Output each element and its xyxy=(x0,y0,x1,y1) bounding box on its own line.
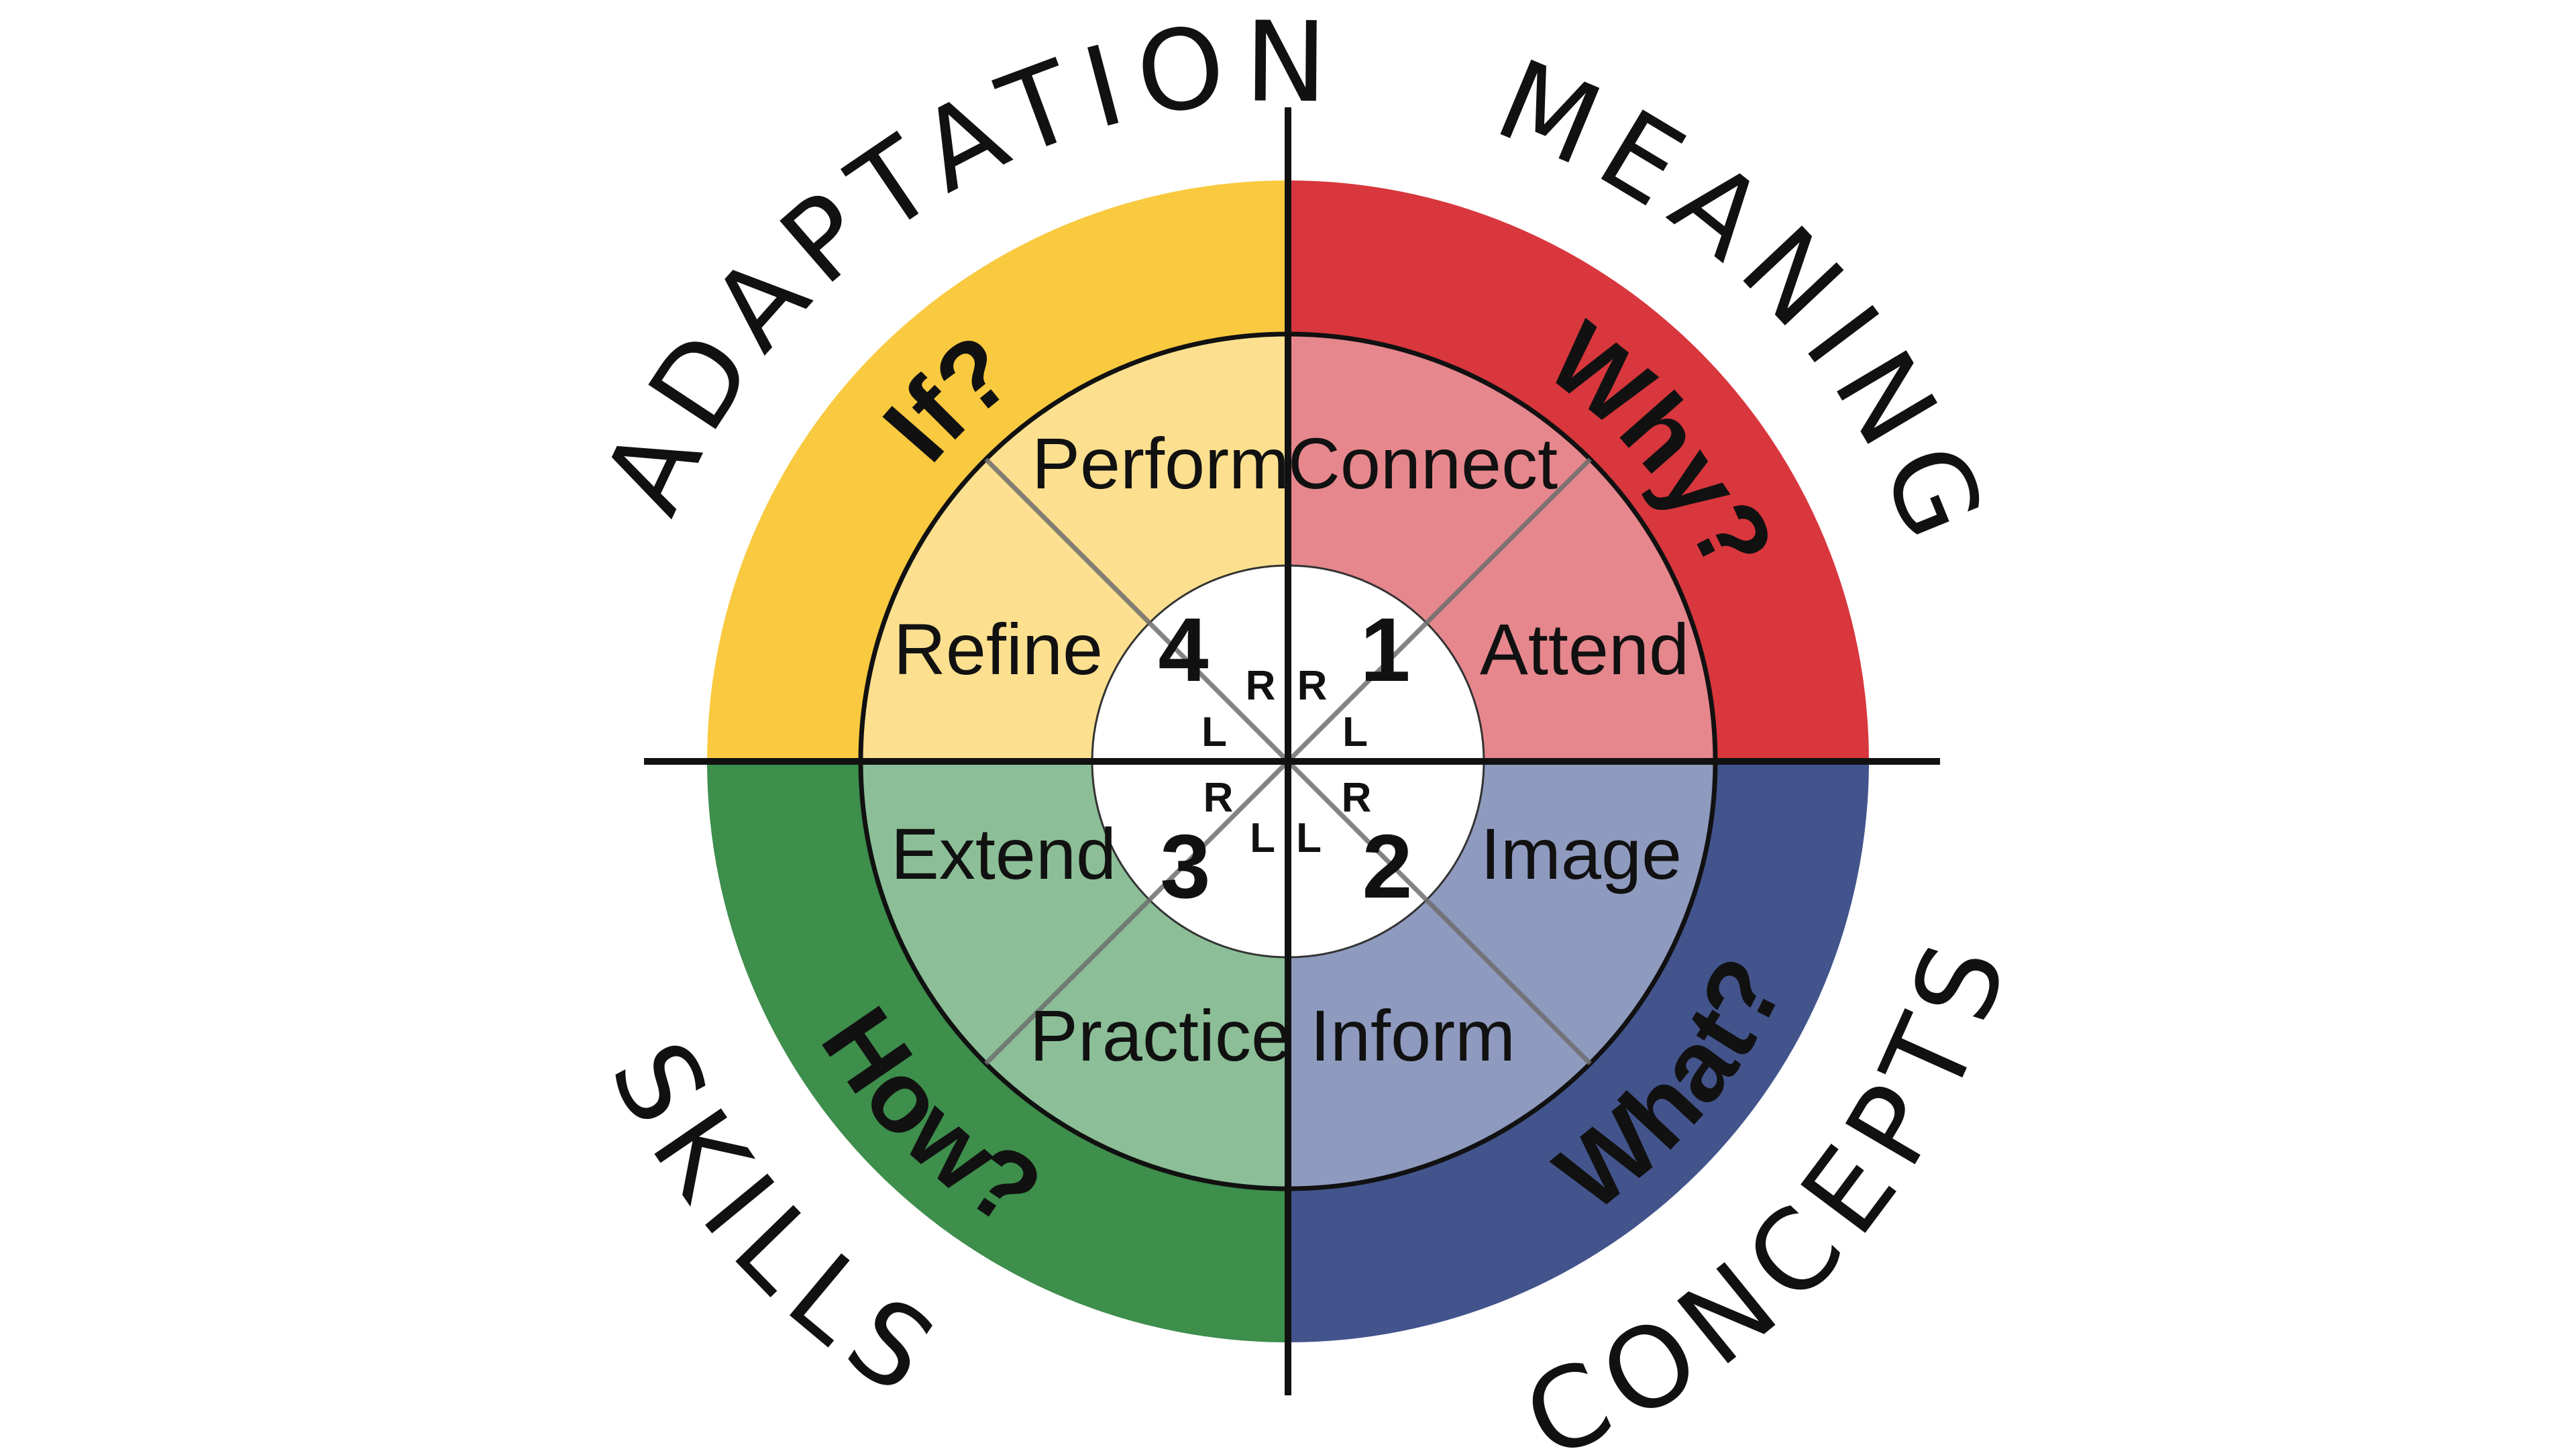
diagonal-divider xyxy=(984,458,1290,763)
diagonal-divider xyxy=(1286,759,1592,1065)
hemisphere-l-1: L xyxy=(1342,709,1368,755)
quadrant-number-4: 4 xyxy=(1158,599,1208,700)
diagonal-divider xyxy=(984,759,1290,1065)
step-refine: Refine xyxy=(894,608,1103,690)
hemisphere-l-2: L xyxy=(1296,815,1322,861)
step-image: Image xyxy=(1481,813,1682,894)
quadrant-number-2: 2 xyxy=(1362,816,1412,917)
step-perform: Perform xyxy=(1032,423,1289,504)
step-inform: Inform xyxy=(1310,995,1515,1076)
hemisphere-r-2: R xyxy=(1342,775,1372,821)
hemisphere-l-4: L xyxy=(1201,709,1227,755)
hemisphere-r-3: R xyxy=(1203,775,1234,821)
hemisphere-r-4: R xyxy=(1246,663,1276,709)
hemisphere-r-1: R xyxy=(1297,663,1328,709)
diagonal-divider xyxy=(1286,458,1592,763)
quadrant-number-1: 1 xyxy=(1360,599,1410,700)
step-extend: Extend xyxy=(891,813,1116,894)
step-practice: Practice xyxy=(1030,995,1291,1076)
quadrant-number-3: 3 xyxy=(1160,816,1210,917)
step-connect: Connect xyxy=(1288,423,1558,504)
hemisphere-l-3: L xyxy=(1250,815,1275,861)
step-attend: Attend xyxy=(1480,608,1689,690)
